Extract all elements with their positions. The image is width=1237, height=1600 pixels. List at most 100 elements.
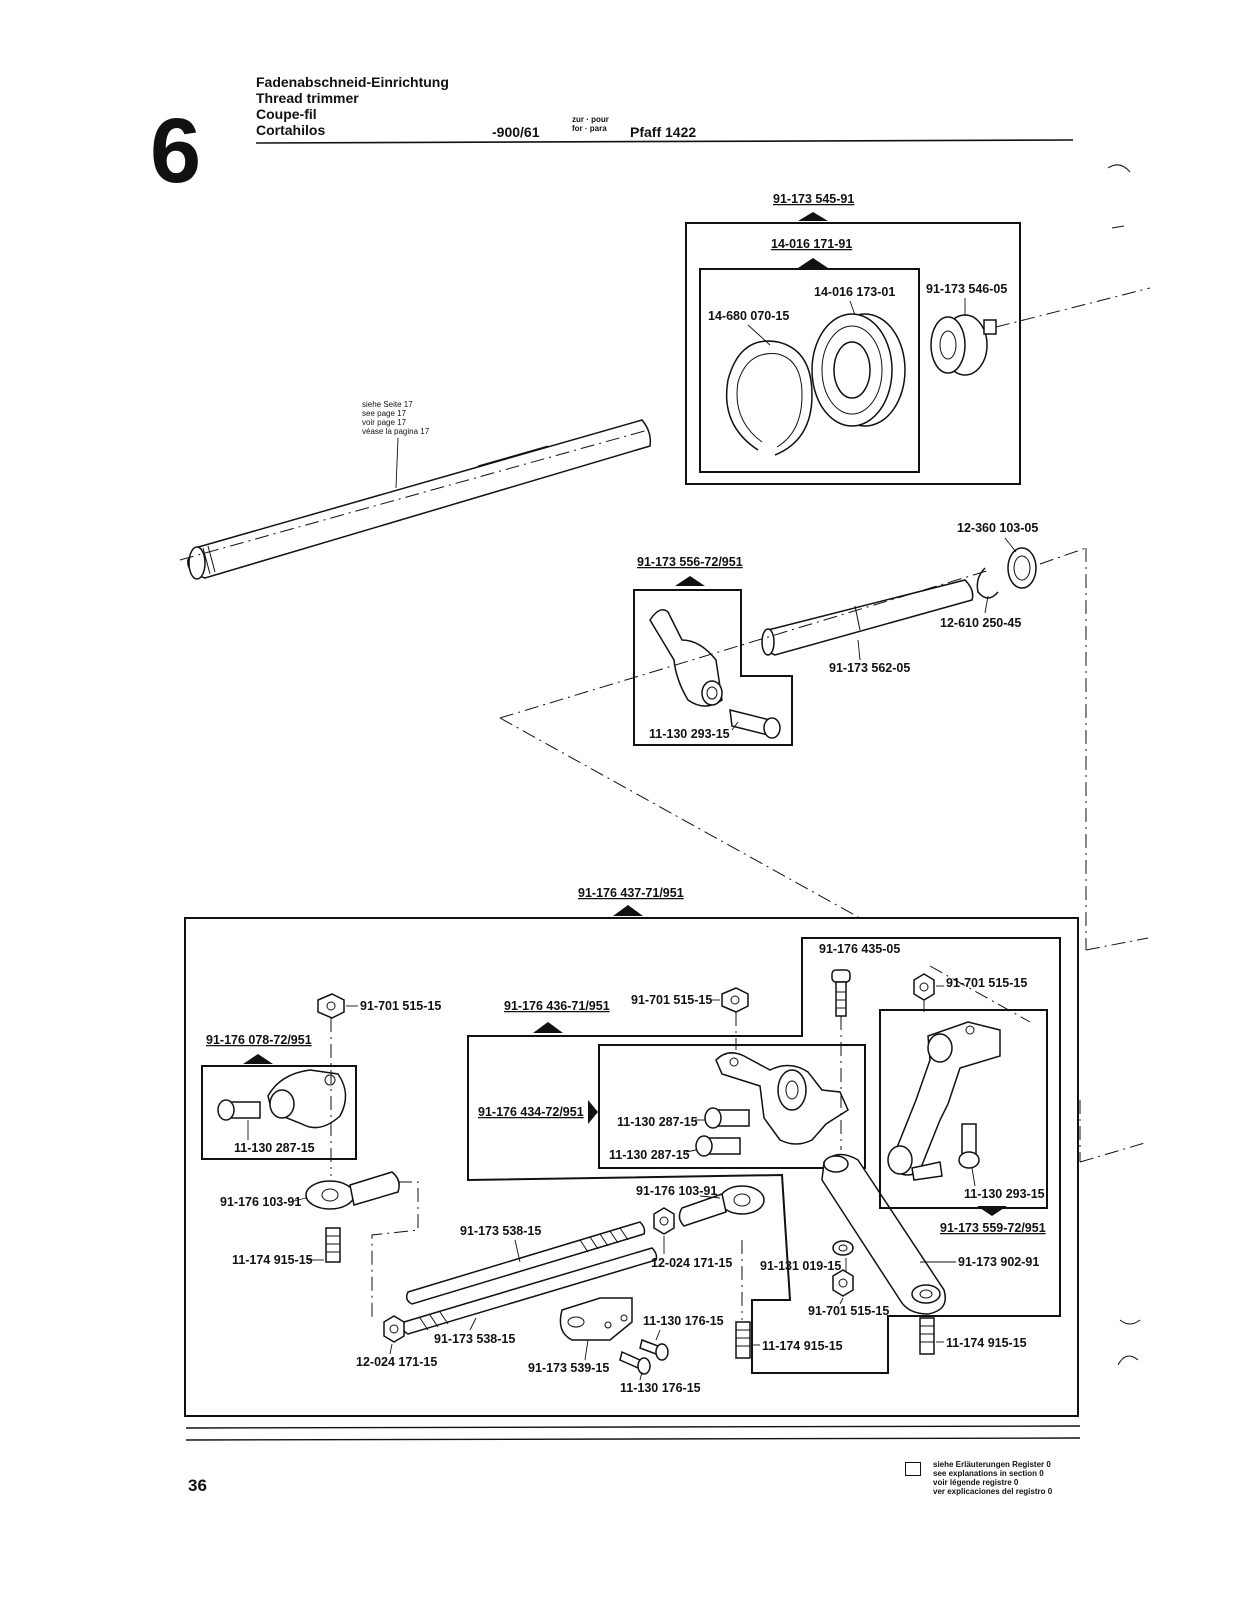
part-label-12610: 12-610 250-45 xyxy=(940,616,1021,630)
part-label-91173546: 91-173 546-05 xyxy=(926,282,1007,296)
threaded-rods: 91-173 538-15 91-173 538-15 12-024 171-1… xyxy=(356,1207,732,1369)
assy-box-inner xyxy=(699,268,920,473)
part-label-11130176b: 11-130 176-15 xyxy=(620,1381,701,1395)
part-label-91176435: 91-176 435-05 xyxy=(819,942,900,956)
for-label: zur · pour for · para xyxy=(572,115,609,133)
hub-key xyxy=(983,319,997,335)
assy-box xyxy=(201,1065,357,1160)
part-label-91173902: 91-173 902-91 xyxy=(958,1255,1039,1269)
bearing-assembly: 91-173 545-91 14-016 171-91 14-680 070-1… xyxy=(685,192,1021,485)
left-link: 91-176 078-72/951 11-130 287-15 91-701 5… xyxy=(201,993,441,1320)
assy-box xyxy=(879,1009,1048,1209)
assy-label-14016171: 14-016 171-91 xyxy=(771,237,852,251)
part-label-91176103a: 91-176 103-91 xyxy=(220,1195,301,1209)
note-es: véase la pagina 17 xyxy=(362,427,430,436)
model-code: -900/61 xyxy=(492,124,540,140)
chapter-number: 6 xyxy=(150,100,202,202)
hex-nut xyxy=(653,1207,675,1235)
title-en: Thread trimmer xyxy=(256,90,359,106)
part-label-12024b: 12-024 171-15 xyxy=(356,1355,437,1369)
note-en: see page 17 xyxy=(362,409,407,418)
stud xyxy=(735,1321,751,1359)
part-label-12024a: 12-024 171-15 xyxy=(651,1256,732,1270)
assy-label-91176078: 91-176 078-72/951 xyxy=(206,1033,312,1047)
legend-fr: voir légende registre 0 xyxy=(933,1478,1019,1487)
stud xyxy=(325,1227,341,1263)
assy-arrow xyxy=(243,1054,273,1064)
title-de: Fadenabschneid-Einrichtung xyxy=(256,74,449,90)
legend-es: ver explicaciones del registro 0 xyxy=(933,1487,1053,1496)
rod-end xyxy=(719,1185,765,1215)
part-label-11130293b: 11-130 293-15 xyxy=(964,1187,1045,1201)
assy-label-91176437: 91-176 437-71/951 xyxy=(578,886,684,900)
legend-square-icon xyxy=(905,1462,921,1476)
part-label-11130287b: 11-130 287-15 xyxy=(617,1115,698,1129)
part-label-11174c: 11-174 915-15 xyxy=(946,1336,1027,1350)
title-fr: Coupe-fil xyxy=(256,106,317,122)
part-label-11130287c: 11-130 287-15 xyxy=(609,1148,690,1162)
part-label-91701b: 91-701 515-15 xyxy=(631,993,712,1007)
machine-name: Pfaff 1422 xyxy=(630,124,697,140)
assy-label-91176434: 91-176 434-72/951 xyxy=(478,1105,584,1119)
footer-rule xyxy=(185,1437,1081,1441)
assy-box xyxy=(467,937,1061,1374)
rod-end xyxy=(305,1180,355,1210)
assy-arrow xyxy=(533,1022,563,1033)
footer-rule xyxy=(185,1425,1081,1429)
retaining-ring xyxy=(725,340,813,456)
title-es: Cortahilos xyxy=(256,122,326,138)
assy-arrow xyxy=(798,258,828,268)
assy-arrow xyxy=(977,1206,1007,1216)
zur-pour: zur · pour xyxy=(572,115,609,124)
part-label-91173538b: 91-173 538-15 xyxy=(434,1332,515,1346)
part-label-11174a: 11-174 915-15 xyxy=(232,1253,313,1267)
main-assy-box xyxy=(184,917,1079,1417)
washer xyxy=(1007,547,1037,589)
margin-marks xyxy=(1107,164,1141,1366)
pin xyxy=(831,969,851,983)
part-label-91701a: 91-701 515-15 xyxy=(360,999,441,1013)
assy-label-91173559: 91-173 559-72/951 xyxy=(940,1221,1046,1235)
connecting-lever: 91-173 902-91 91-131 019-15 91-701 515-1… xyxy=(735,1153,1039,1359)
hex-nut xyxy=(913,973,935,1001)
part-label-91131: 91-131 019-15 xyxy=(760,1259,841,1273)
part-label-91173538a: 91-173 538-15 xyxy=(460,1224,541,1238)
note-de: siehe Seite 17 xyxy=(362,400,413,409)
note-fr: voir page 17 xyxy=(362,418,407,427)
page-number: 36 xyxy=(188,1476,207,1495)
center-assembly: 91-176 436-71/951 91-701 515-15 91-176 4… xyxy=(467,937,1061,1374)
part-label-14016173: 14-016 173-01 xyxy=(814,285,895,299)
part-label-91701d: 91-701 515-15 xyxy=(946,976,1027,990)
assy-arrow xyxy=(675,576,705,586)
part-label-11130293a: 11-130 293-15 xyxy=(649,727,730,741)
stud xyxy=(919,1317,935,1355)
part-label-91173562: 91-173 562-05 xyxy=(829,661,910,675)
for-para: for · para xyxy=(572,124,607,133)
hex-nut xyxy=(832,1269,854,1297)
part-label-11130287a: 11-130 287-15 xyxy=(234,1141,315,1155)
assy-arrow xyxy=(613,905,643,916)
circlip xyxy=(976,567,999,599)
part-label-91173539: 91-173 539-15 xyxy=(528,1361,609,1375)
part-label-91176103b: 91-176 103-91 xyxy=(636,1184,717,1198)
legend-de: siehe Erläuterungen Register 0 xyxy=(933,1460,1051,1469)
part-label-11130176a: 11-130 176-15 xyxy=(643,1314,724,1328)
assy-label-91176436: 91-176 436-71/951 xyxy=(504,999,610,1013)
legend-en: see explanations in section 0 xyxy=(933,1469,1044,1478)
assy-label-91173556: 91-173 556-72/951 xyxy=(637,555,743,569)
screw xyxy=(961,1123,977,1155)
washer xyxy=(832,1240,854,1256)
assy-box xyxy=(633,589,793,746)
crank-assembly: 91-173 556-72/951 11-130 293-15 12-360 1… xyxy=(633,521,1038,746)
inner-assy-box xyxy=(598,1044,866,1169)
main-shaft: siehe Seite 17 see page 17 voir page 17 … xyxy=(179,400,652,580)
assy-label-91173545: 91-173 545-91 xyxy=(773,192,854,206)
hex-nut xyxy=(317,993,345,1019)
part-label-12360: 12-360 103-05 xyxy=(957,521,1038,535)
crank-lever xyxy=(649,609,723,707)
threaded-rod xyxy=(405,1221,646,1305)
assy-arrow xyxy=(588,1100,598,1124)
header-rule xyxy=(255,139,1074,144)
assy-arrow xyxy=(798,212,828,221)
